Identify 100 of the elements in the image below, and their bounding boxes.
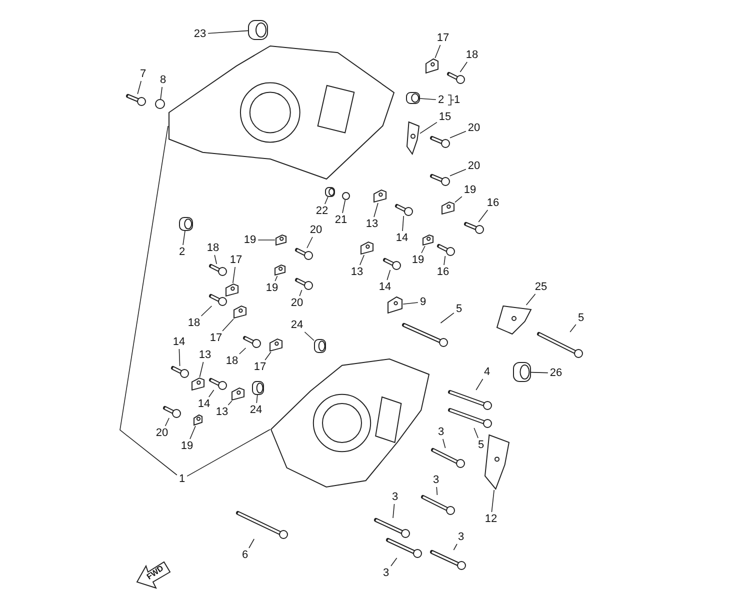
direction-label: FWD xyxy=(145,564,166,582)
leader-line xyxy=(324,196,328,204)
bracket xyxy=(193,414,203,426)
bolt xyxy=(171,366,189,378)
callout-number: 26 xyxy=(548,367,564,379)
bracket xyxy=(275,234,287,246)
callout-number: 13 xyxy=(364,218,380,230)
callout-number: 20 xyxy=(290,297,304,309)
bolt xyxy=(295,278,313,290)
leader-line xyxy=(239,348,246,354)
bracket xyxy=(225,283,239,297)
leader-line xyxy=(248,538,254,548)
callout-number: 13 xyxy=(214,406,230,418)
plate xyxy=(484,434,510,490)
callout-number: 3 xyxy=(436,426,446,438)
callout-number: 15 xyxy=(438,111,452,123)
leader-line xyxy=(274,276,278,282)
callout-number: 19 xyxy=(242,234,258,246)
plate xyxy=(496,305,532,335)
leader-line xyxy=(491,490,494,512)
leader-line xyxy=(440,312,454,324)
callout-number: 8 xyxy=(158,74,168,86)
bolt xyxy=(431,448,465,468)
bolt xyxy=(374,518,410,538)
bolt xyxy=(209,378,227,390)
leader-line xyxy=(526,294,536,306)
bracket xyxy=(269,338,283,352)
callout-number: 19 xyxy=(264,282,280,294)
washer xyxy=(342,192,350,200)
leader-line xyxy=(186,429,270,477)
bolt xyxy=(383,258,401,270)
bolt xyxy=(395,204,413,216)
leader-line xyxy=(402,216,404,232)
bolt xyxy=(209,264,227,276)
callout-number: 20 xyxy=(466,160,482,172)
leader-line xyxy=(453,544,458,550)
callout-number: 1 xyxy=(452,94,462,106)
leader-line xyxy=(199,362,204,378)
bolt xyxy=(236,511,288,539)
callout-number: 25 xyxy=(534,281,548,293)
bushing xyxy=(325,187,335,197)
bracket xyxy=(441,201,455,215)
leader-line xyxy=(420,122,438,134)
callout-number: 5 xyxy=(476,439,486,451)
callout-number: 18 xyxy=(206,242,220,254)
bracket xyxy=(231,387,245,401)
leader-line xyxy=(178,348,180,366)
callout-number: 18 xyxy=(186,317,202,329)
bolt xyxy=(209,294,227,306)
callout-number: 13 xyxy=(198,349,212,361)
leader-line xyxy=(474,428,478,438)
callout-number: 17 xyxy=(252,361,268,373)
bracket xyxy=(422,234,434,246)
leader-line xyxy=(420,98,436,100)
leader-line xyxy=(256,394,258,404)
callout-number: 16 xyxy=(436,266,450,278)
bolt xyxy=(421,495,455,515)
bolt xyxy=(464,222,484,234)
callout-number: 19 xyxy=(410,254,426,266)
leader-line xyxy=(214,254,217,264)
callout-number: 16 xyxy=(486,197,500,209)
bolt xyxy=(448,390,492,410)
callout-number: 7 xyxy=(138,68,148,80)
bushing xyxy=(248,20,268,40)
bolt xyxy=(243,336,261,348)
leader-line xyxy=(454,196,462,203)
leader-line xyxy=(386,270,391,280)
leader-line xyxy=(450,130,466,138)
leader-line xyxy=(476,378,484,390)
callout-number: 14 xyxy=(394,232,410,244)
callout-number: 6 xyxy=(240,549,250,561)
bolt xyxy=(295,248,313,260)
callout-number: 14 xyxy=(196,398,212,410)
bolt xyxy=(402,323,448,347)
callout-number: 3 xyxy=(390,491,400,503)
bolt xyxy=(448,408,492,428)
crankcase-half xyxy=(168,45,395,180)
washer xyxy=(155,99,165,109)
leader-line xyxy=(460,62,468,72)
leader-line xyxy=(208,30,248,34)
callout-number: 18 xyxy=(464,49,480,61)
callout-number: 5 xyxy=(454,303,464,315)
leader-line xyxy=(392,504,395,518)
bushing xyxy=(513,362,531,382)
bracket xyxy=(360,241,374,255)
callout-number: 23 xyxy=(192,28,208,40)
callout-number: 21 xyxy=(334,214,348,226)
callout-number: 13 xyxy=(350,266,364,278)
callout-number: 1 xyxy=(178,473,186,485)
leader-line xyxy=(182,230,186,246)
leader-line xyxy=(299,290,302,296)
plate xyxy=(406,121,420,155)
bracket xyxy=(191,377,205,391)
leader-line xyxy=(570,324,576,332)
leader-line xyxy=(160,86,162,100)
leader-line xyxy=(306,236,313,248)
crankcase-half xyxy=(270,358,430,488)
leader-line xyxy=(232,266,236,284)
bolt xyxy=(430,136,450,148)
callout-number: 2 xyxy=(178,246,186,258)
